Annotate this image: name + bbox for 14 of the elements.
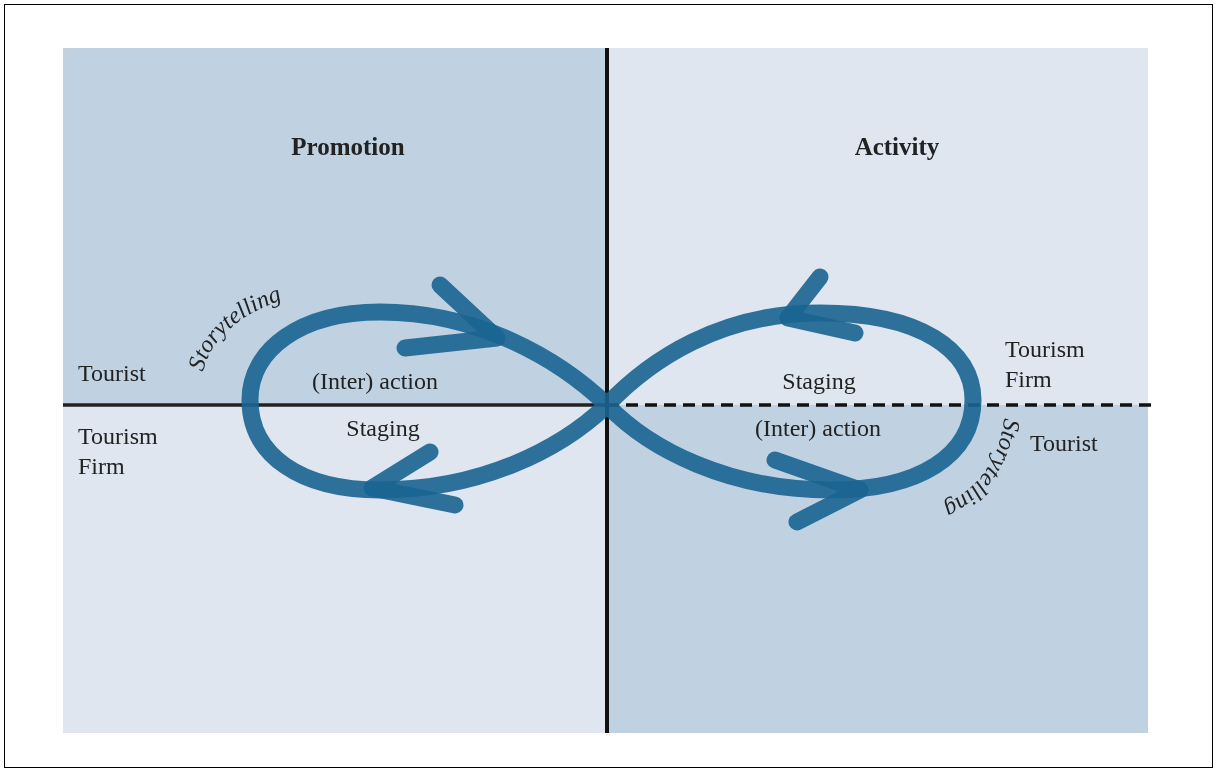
role-label: Tourist	[78, 359, 146, 388]
role-label: Tourism Firm	[78, 422, 159, 481]
process-label: Staging	[782, 367, 856, 396]
role-label: Tourist	[1030, 429, 1098, 458]
quadrant-panel	[63, 48, 607, 405]
quadrant-heading: Activity	[854, 132, 940, 162]
quadrant-panel	[607, 405, 1148, 733]
process-label: (Inter) action	[312, 367, 438, 396]
quadrant-heading: Promotion	[291, 132, 405, 162]
role-label: Tourism Firm	[1005, 335, 1086, 394]
quadrant-panel	[63, 405, 607, 733]
process-label: Staging	[346, 414, 420, 443]
process-label: (Inter) action	[755, 414, 881, 443]
quadrant-panel	[607, 48, 1148, 405]
